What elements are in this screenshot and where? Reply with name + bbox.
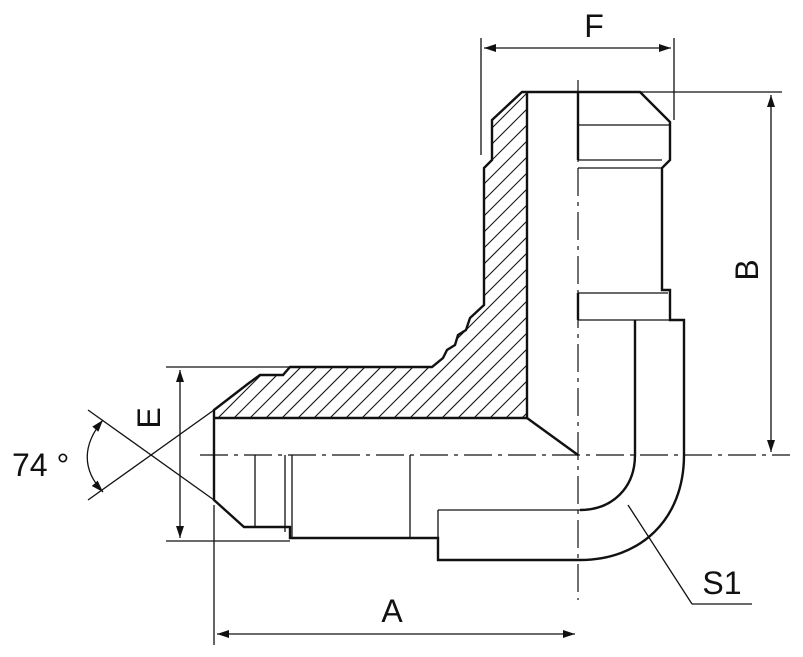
dimension-label-f: F (584, 8, 604, 44)
hatch-line (214, 92, 317, 418)
hatch-line (435, 92, 527, 418)
horizontal-branch (212, 418, 580, 562)
dimension-label-b: B (729, 259, 765, 280)
hatch-line (339, 92, 527, 418)
hatch-line (451, 92, 527, 418)
hatch-line (387, 92, 527, 418)
leader-s1 (627, 504, 752, 605)
section-outline (212, 90, 527, 418)
hatch-line (214, 92, 527, 418)
hatch-line (214, 92, 527, 418)
hatch-line (214, 92, 445, 418)
hatch-line (214, 92, 301, 418)
dimension-b (640, 91, 782, 452)
hatch-line (214, 92, 381, 418)
hatch-line (307, 92, 527, 418)
hatch-line (227, 92, 527, 418)
angle-label: 74 ° (12, 447, 69, 483)
hatch-line (403, 92, 527, 418)
hatch-line (291, 92, 527, 418)
hatch-line (214, 92, 477, 418)
hatch-line (214, 92, 527, 418)
hatch-line (214, 92, 509, 418)
hatch-line (214, 92, 349, 418)
hatch-line (214, 92, 285, 418)
hatch-line (214, 92, 461, 418)
dimension-label-a: A (381, 593, 403, 629)
vertical-branch (527, 90, 686, 455)
hatch-line (323, 92, 527, 418)
hatch-line (214, 92, 525, 418)
section-hatching (214, 92, 527, 418)
hatch-line (214, 92, 365, 418)
hatch-line (371, 92, 527, 418)
hatch-line (214, 92, 493, 418)
hatch-line (214, 92, 237, 418)
callout-label-s1: S1 (702, 565, 741, 601)
hatch-line (214, 92, 413, 418)
angle-dimension (86, 409, 215, 501)
hatch-line (214, 92, 269, 418)
hatch-line (243, 92, 527, 418)
hatch-line (355, 92, 527, 418)
hatch-line (214, 92, 429, 418)
elbow-bend (526, 320, 686, 562)
dimension-f (480, 38, 675, 155)
dimension-a (213, 505, 575, 645)
hatch-line (419, 92, 527, 418)
hatch-line (275, 92, 527, 418)
dimension-e (166, 366, 290, 542)
hatch-line (214, 92, 253, 418)
hatch-line (214, 92, 221, 418)
hatch-line (214, 92, 397, 418)
hatch-line (259, 92, 527, 418)
dimension-label-e: E (131, 407, 167, 428)
